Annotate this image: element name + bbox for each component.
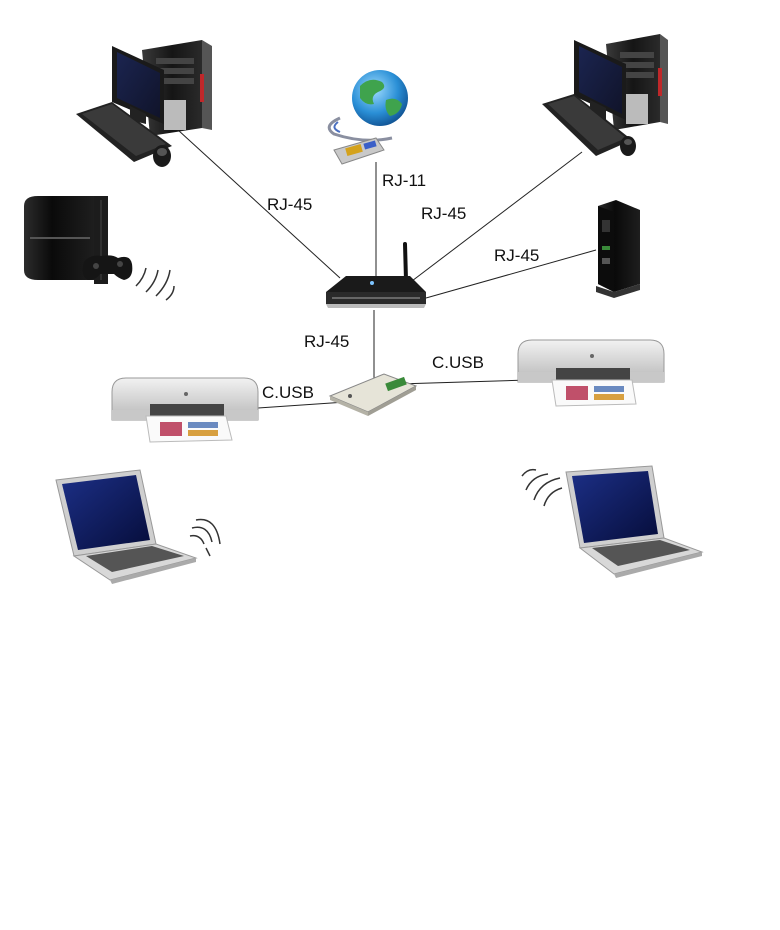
label-rj45-print-server: RJ-45	[304, 332, 350, 351]
wifi-signal-icon	[189, 518, 221, 557]
laptop-left	[55, 469, 198, 584]
internet-modem-icon	[327, 70, 408, 165]
laptop-right	[565, 465, 704, 578]
label-rj11-modem: RJ-11	[382, 171, 427, 190]
cable-pc-left	[177, 129, 341, 279]
wifi-signal-icon	[135, 267, 175, 301]
label-rj45-media-box: RJ-45	[494, 246, 540, 265]
wifi-signal-icon	[521, 468, 563, 507]
cables	[177, 129, 597, 409]
label-rj45-pc-left: RJ-45	[267, 195, 313, 214]
cable-media-box	[425, 249, 597, 299]
inkjet-printer-left	[111, 377, 259, 443]
wireless-router-icon	[326, 242, 426, 308]
cable-printer-left	[257, 401, 347, 409]
desktop-computer-left	[76, 40, 212, 167]
game-console-icon	[24, 196, 133, 284]
print-server-icon	[328, 373, 418, 416]
label-rj45-pc-right: RJ-45	[421, 204, 467, 223]
cable-pc-right	[407, 151, 583, 285]
media-box-icon	[596, 200, 640, 298]
cable-printer-right	[397, 379, 529, 385]
label-usb-printer-right: C.USB	[432, 353, 484, 372]
inkjet-printer-right	[517, 339, 665, 407]
label-usb-printer-left: C.USB	[262, 383, 314, 402]
desktop-computer-right	[542, 34, 668, 156]
